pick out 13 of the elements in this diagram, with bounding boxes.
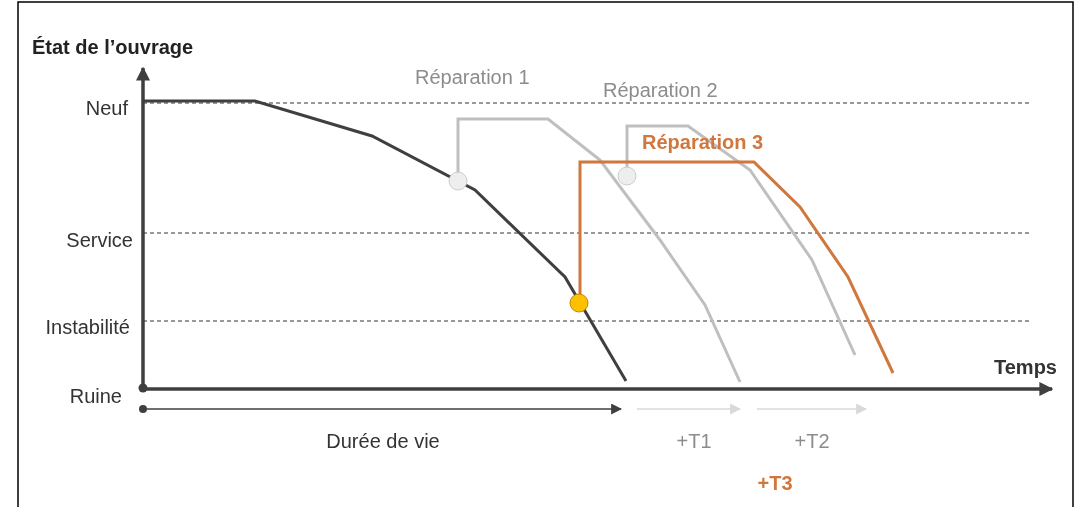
duration-label: +T3	[757, 471, 793, 495]
duration-label: Durée de vie	[326, 429, 440, 453]
level-label: Ruine	[69, 384, 122, 408]
duration-label: +T1	[676, 429, 712, 453]
level-label: Service	[66, 228, 133, 252]
axis-title: État de l’ouvrage	[32, 35, 194, 59]
repair-label: Réparation 1	[415, 65, 530, 89]
level-label: Instabilité	[45, 315, 130, 339]
duration-label: +T2	[794, 429, 830, 453]
level-label: Neuf	[85, 96, 128, 120]
axis-title: Temps	[994, 355, 1057, 379]
repair-label: Réparation 3	[642, 130, 764, 154]
repair-label: Réparation 2	[603, 78, 718, 102]
